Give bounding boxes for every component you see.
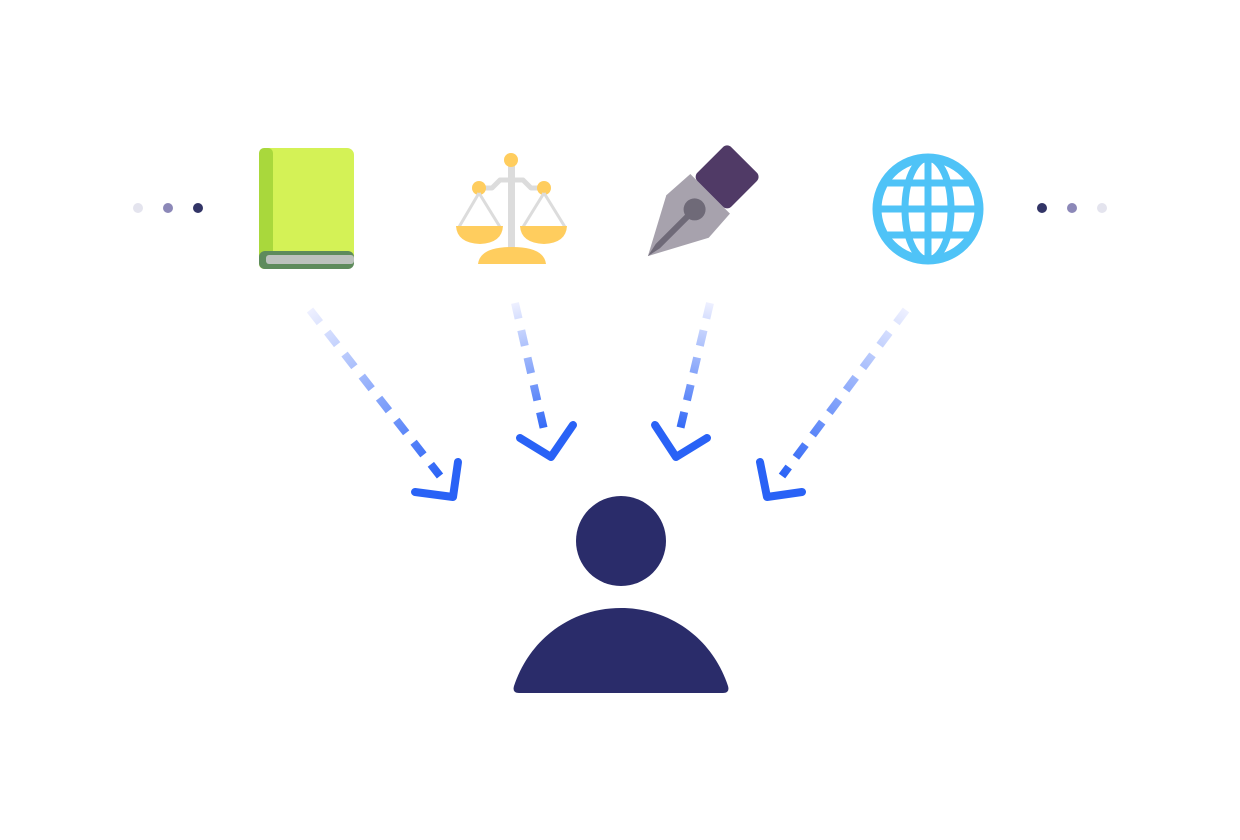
arrow-scale-to-person (511, 302, 577, 461)
dot (1097, 203, 1107, 213)
left-ellipsis-dots (133, 203, 203, 213)
balance-scale-icon (456, 153, 567, 264)
dot (1067, 203, 1077, 213)
dot (133, 203, 143, 213)
dot (1037, 203, 1047, 213)
person-icon (513, 496, 729, 693)
arrow-pen-to-person (651, 302, 714, 461)
book-icon (259, 148, 354, 269)
person-body (513, 608, 729, 693)
dot (163, 203, 173, 213)
arrow-book-to-person (306, 307, 462, 501)
dot (193, 203, 203, 213)
person-head (576, 496, 666, 586)
globe-icon (872, 153, 984, 265)
fountain-pen-icon (647, 145, 759, 257)
right-ellipsis-dots (1037, 203, 1107, 213)
arrow-globe-to-person (756, 307, 910, 501)
